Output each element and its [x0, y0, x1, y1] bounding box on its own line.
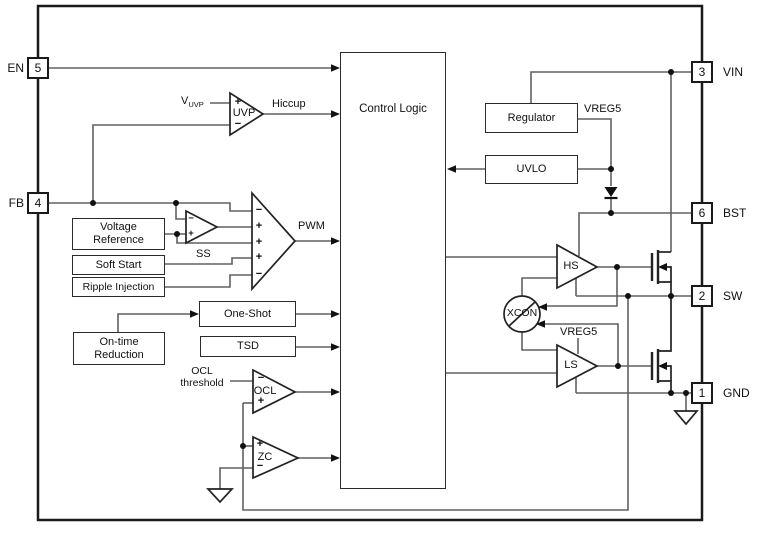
pin-fb-name: FB: [8, 196, 24, 210]
ls-label: LS: [564, 359, 578, 371]
wires: [49, 67, 691, 511]
pwm-label: PWM: [298, 220, 325, 232]
pwm-comparator-shape: [251, 190, 297, 292]
on-time-line1: On-time: [99, 335, 139, 348]
ls-driver-shape: [556, 343, 599, 389]
ground-symbol-gnd: [673, 410, 699, 426]
pin-sw: 2: [691, 285, 713, 307]
on-time-reduction-block: On-time Reduction: [73, 332, 165, 365]
soft-start-label: Soft Start: [95, 258, 142, 271]
hs-mosfet: [650, 250, 672, 296]
arrowheads: [190, 64, 547, 462]
uvp-comparator-shape: [229, 91, 265, 137]
pin-vin-name: VIN: [723, 65, 744, 79]
voltage-reference-block: Voltage Reference: [72, 218, 165, 250]
ls-mosfet: [650, 296, 672, 393]
pin-en: 5: [27, 57, 49, 79]
hs-label: HS: [563, 260, 579, 272]
ocl-threshold-label: OCL threshold: [174, 365, 230, 389]
pin-gnd-number: 1: [698, 386, 706, 400]
uvp-plus-sign: +: [234, 96, 242, 108]
zc-comparator-shape: [252, 435, 301, 480]
pwm-minus1-sign: −: [255, 204, 263, 216]
pin-vin-number: 3: [698, 65, 706, 79]
pwm-plus2-sign: +: [255, 236, 263, 248]
pin-fb: 4: [27, 192, 49, 214]
erramp-minus-sign: −: [188, 213, 194, 224]
ocl-plus-sign: +: [257, 395, 265, 407]
voltage-reference-line2: Reference: [93, 234, 144, 246]
pin-bst-number: 6: [698, 206, 706, 220]
ripple-injection-block: Ripple Injection: [72, 277, 165, 297]
erramp-plus-sign: +: [188, 228, 194, 239]
amp-symbols: [185, 91, 599, 480]
ocl-threshold-line2: threshold: [180, 376, 224, 389]
control-logic-label: Control Logic: [359, 103, 427, 115]
regulator-label: Regulator: [507, 111, 556, 124]
pin-gnd: 1: [691, 382, 713, 404]
regulator-block: Regulator: [485, 103, 578, 133]
pin-sw-number: 2: [698, 289, 706, 303]
ripple-injection-label: Ripple Injection: [82, 280, 155, 293]
pwm-plus3-sign: +: [255, 251, 263, 263]
ocl-minus-sign: −: [257, 372, 265, 384]
pin-en-number: 5: [34, 61, 42, 75]
one-shot-block: One-Shot: [199, 301, 296, 327]
zc-plus-sign: +: [256, 438, 264, 450]
ocl-label: OCL: [253, 385, 277, 397]
vuvp-v: V: [181, 95, 189, 107]
ground-symbol-zc: [206, 488, 234, 504]
ss-label: SS: [196, 248, 211, 260]
vreg5-regulator-label: VREG5: [584, 103, 622, 115]
tsd-block: TSD: [200, 336, 296, 357]
uvlo-block: UVLO: [485, 155, 578, 184]
pin-fb-number: 4: [34, 196, 42, 210]
vuvp-sub: UVP: [188, 100, 204, 110]
pwm-plus1-sign: +: [255, 220, 263, 232]
one-shot-label: One-Shot: [223, 307, 272, 320]
pin-en-name: EN: [7, 61, 24, 75]
tsd-label: TSD: [237, 340, 259, 352]
uvp-label: UVP: [232, 107, 256, 119]
vuvp-label: VUVP: [181, 95, 204, 109]
pin-bst-name: BST: [723, 206, 747, 220]
pwm-minus2-sign: −: [255, 268, 263, 280]
hiccup-label: Hiccup: [272, 98, 306, 110]
on-time-line2: Reduction: [94, 348, 144, 361]
zc-label: ZC: [257, 451, 273, 463]
uvlo-label: UVLO: [516, 163, 547, 175]
soft-start-block: Soft Start: [72, 255, 165, 275]
pin-vin: 3: [691, 61, 713, 83]
uvp-minus-sign: −: [234, 118, 242, 130]
vreg5-ls-label: VREG5: [560, 326, 598, 338]
chip-outline: [36, 4, 704, 522]
zc-minus-sign: −: [256, 460, 264, 472]
xcon-slash: [508, 301, 536, 327]
hs-driver-shape: [556, 243, 599, 290]
pin-gnd-name: GND: [723, 386, 750, 400]
junction-dots: [90, 69, 689, 449]
control-logic-block: Control Logic: [340, 52, 446, 489]
bootstrap-diode: [604, 187, 618, 200]
ocl-comparator-shape: [252, 368, 297, 415]
pin-bst: 6: [691, 202, 713, 224]
voltage-reference-line1: Voltage: [100, 221, 137, 233]
pin-sw-name: SW: [723, 289, 743, 303]
ocl-threshold-line1: OCL: [191, 365, 213, 377]
xcon-label: XCON: [506, 307, 538, 319]
error-amp-shape: [185, 209, 219, 245]
